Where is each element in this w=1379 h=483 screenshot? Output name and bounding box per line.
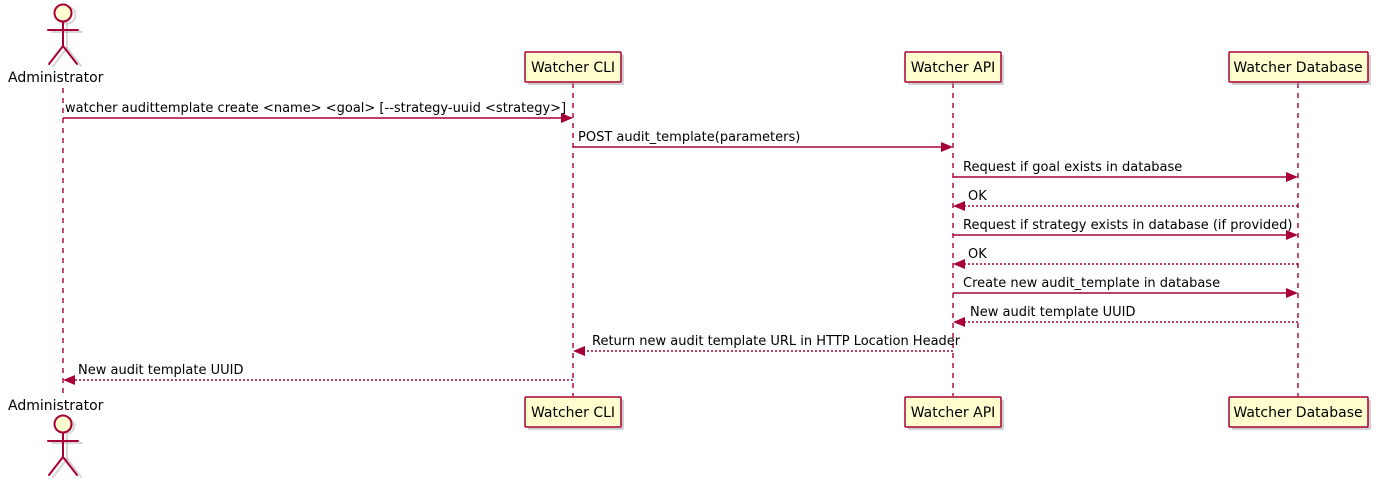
message-1-arrowhead xyxy=(561,113,573,123)
participant-label-watcher-cli-top: Watcher CLI xyxy=(531,60,615,76)
actor-head-icon xyxy=(53,3,73,23)
actor-leg-left-icon-bottom xyxy=(48,456,64,476)
message-3[interactable]: Request if goal exists in database xyxy=(953,160,1298,182)
message-8-arrowhead xyxy=(953,317,965,327)
participant-box-watcher-api-bottom[interactable] xyxy=(904,396,1002,428)
message-2-label: POST audit_template(parameters) xyxy=(578,130,800,145)
message-4-arrowhead xyxy=(953,201,965,211)
message-6-arrowhead xyxy=(953,259,965,269)
message-3-arrowhead xyxy=(1286,172,1298,182)
actor-leg-left-icon xyxy=(48,45,64,65)
message-10-arrowhead xyxy=(63,375,75,385)
actor-head-icon-bottom xyxy=(53,414,73,434)
participant-watcher-cli-top[interactable]: Watcher CLI xyxy=(524,51,624,85)
participant-watcher-cli-bottom[interactable]: Watcher CLI xyxy=(524,396,624,430)
message-4-label: OK xyxy=(968,189,987,204)
message-7-arrowhead xyxy=(1286,288,1298,298)
participant-label-watcher-database-bottom: Watcher Database xyxy=(1233,405,1362,421)
actor-leg-right-icon-bottom xyxy=(62,456,78,476)
actor-label-top: Administrator xyxy=(8,70,104,86)
participant-box-watcher-cli-top[interactable] xyxy=(524,51,622,83)
message-10-label: New audit template UUID xyxy=(78,363,243,378)
participant-box-watcher-database-top[interactable] xyxy=(1228,51,1369,83)
actor-leg-right-icon xyxy=(62,45,78,65)
message-10[interactable]: New audit template UUID xyxy=(63,363,573,385)
participant-label-watcher-api-top: Watcher API xyxy=(911,60,996,76)
participant-box-watcher-database-bottom[interactable] xyxy=(1228,396,1369,428)
message-5[interactable]: Request if strategy exists in database (… xyxy=(953,218,1298,240)
lifelines xyxy=(62,83,1299,396)
message-6[interactable]: OK xyxy=(953,247,1298,269)
participant-label-watcher-api-bottom: Watcher API xyxy=(911,405,996,421)
participant-box-watcher-cli-bottom[interactable] xyxy=(524,396,622,428)
message-2[interactable]: POST audit_template(parameters) xyxy=(573,130,953,152)
message-8-label: New audit template UUID xyxy=(970,305,1135,320)
participant-label-watcher-database-top: Watcher Database xyxy=(1233,60,1362,76)
actor-administrator-bottom[interactable]: Administrator xyxy=(8,398,104,478)
message-4[interactable]: OK xyxy=(953,189,1298,211)
message-9-arrowhead xyxy=(573,346,585,356)
message-1-label: watcher audittemplate create <name> <goa… xyxy=(65,101,566,116)
message-7-label: Create new audit_template in database xyxy=(963,276,1220,291)
message-7[interactable]: Create new audit_template in database xyxy=(953,276,1298,298)
message-5-arrowhead xyxy=(1286,230,1298,240)
participant-watcher-database-top[interactable]: Watcher Database xyxy=(1228,51,1371,85)
message-3-label: Request if goal exists in database xyxy=(963,160,1182,175)
participant-box-watcher-api-top[interactable] xyxy=(904,51,1002,83)
actor-label-bottom: Administrator xyxy=(8,398,104,414)
message-9[interactable]: Return new audit template URL in HTTP Lo… xyxy=(573,334,961,356)
message-9-label: Return new audit template URL in HTTP Lo… xyxy=(592,334,961,349)
actor-shadow-top xyxy=(51,5,83,67)
participant-label-watcher-cli-bottom: Watcher CLI xyxy=(531,405,615,421)
participant-watcher-api-bottom[interactable]: Watcher API xyxy=(904,396,1004,430)
message-1[interactable]: watcher audittemplate create <name> <goa… xyxy=(63,101,573,123)
actor-administrator-top[interactable]: Administrator xyxy=(8,3,104,87)
message-8[interactable]: New audit template UUID xyxy=(953,305,1298,327)
message-2-arrowhead xyxy=(941,142,953,152)
participant-watcher-api-top[interactable]: Watcher API xyxy=(904,51,1004,85)
participant-watcher-database-bottom[interactable]: Watcher Database xyxy=(1228,396,1371,430)
message-5-label: Request if strategy exists in database (… xyxy=(963,218,1292,233)
message-6-label: OK xyxy=(968,247,987,262)
